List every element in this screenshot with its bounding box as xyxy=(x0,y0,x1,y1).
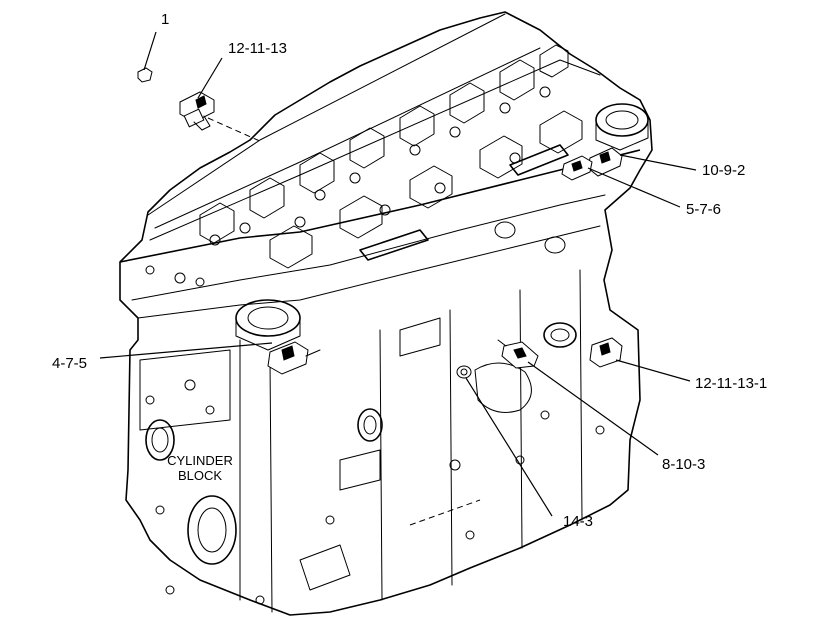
thermostat-housing xyxy=(595,103,649,151)
callout-1: 1 xyxy=(161,11,169,28)
leader-5-7-6 xyxy=(587,167,681,208)
callout-10-9-2: 10-9-2 xyxy=(702,162,745,179)
leader-8-10-3 xyxy=(527,361,659,456)
leader-12-11-13-1 xyxy=(615,359,691,382)
block-features xyxy=(255,221,605,605)
callout-14-3: 14-3 xyxy=(563,513,593,530)
callout-labels: 1 12-11-13 10-9-2 5-7-6 4-7-5 12-11-13-1… xyxy=(52,11,767,530)
leader-4-7-5 xyxy=(99,342,273,359)
sensor-8-10-3 xyxy=(497,339,539,369)
sensor-10-9-2 xyxy=(587,147,623,177)
head-bolts xyxy=(145,86,551,287)
callout-8-10-3: 8-10-3 xyxy=(662,456,705,473)
sensor-4-7-5 xyxy=(267,341,321,375)
bolt-1 xyxy=(137,67,153,83)
sensor-12-11-13-1 xyxy=(589,337,623,368)
sensor-12-11-13 xyxy=(179,91,215,131)
block-label-line2: BLOCK xyxy=(178,468,222,483)
block-label-line1: CYLINDER xyxy=(167,453,233,468)
leader-12-11-13 xyxy=(197,57,223,99)
water-pump-opening xyxy=(235,299,301,351)
callout-4-7-5: 4-7-5 xyxy=(52,355,87,372)
leader-lines xyxy=(99,31,697,517)
callout-12-11-13-1: 12-11-13-1 xyxy=(695,375,767,392)
plug-14-3 xyxy=(456,365,472,379)
head-bosses xyxy=(199,44,583,269)
callout-12-11-13: 12-11-13 xyxy=(228,40,287,57)
front-face xyxy=(139,349,351,595)
leader-14-3 xyxy=(465,377,553,517)
engine-block-illustration: CYLINDER BLOCK xyxy=(119,11,653,616)
leader-1 xyxy=(143,31,157,71)
leader-10-9-2 xyxy=(619,154,697,171)
sensor-5-7-6 xyxy=(561,155,593,181)
callout-5-7-6: 5-7-6 xyxy=(686,201,721,218)
